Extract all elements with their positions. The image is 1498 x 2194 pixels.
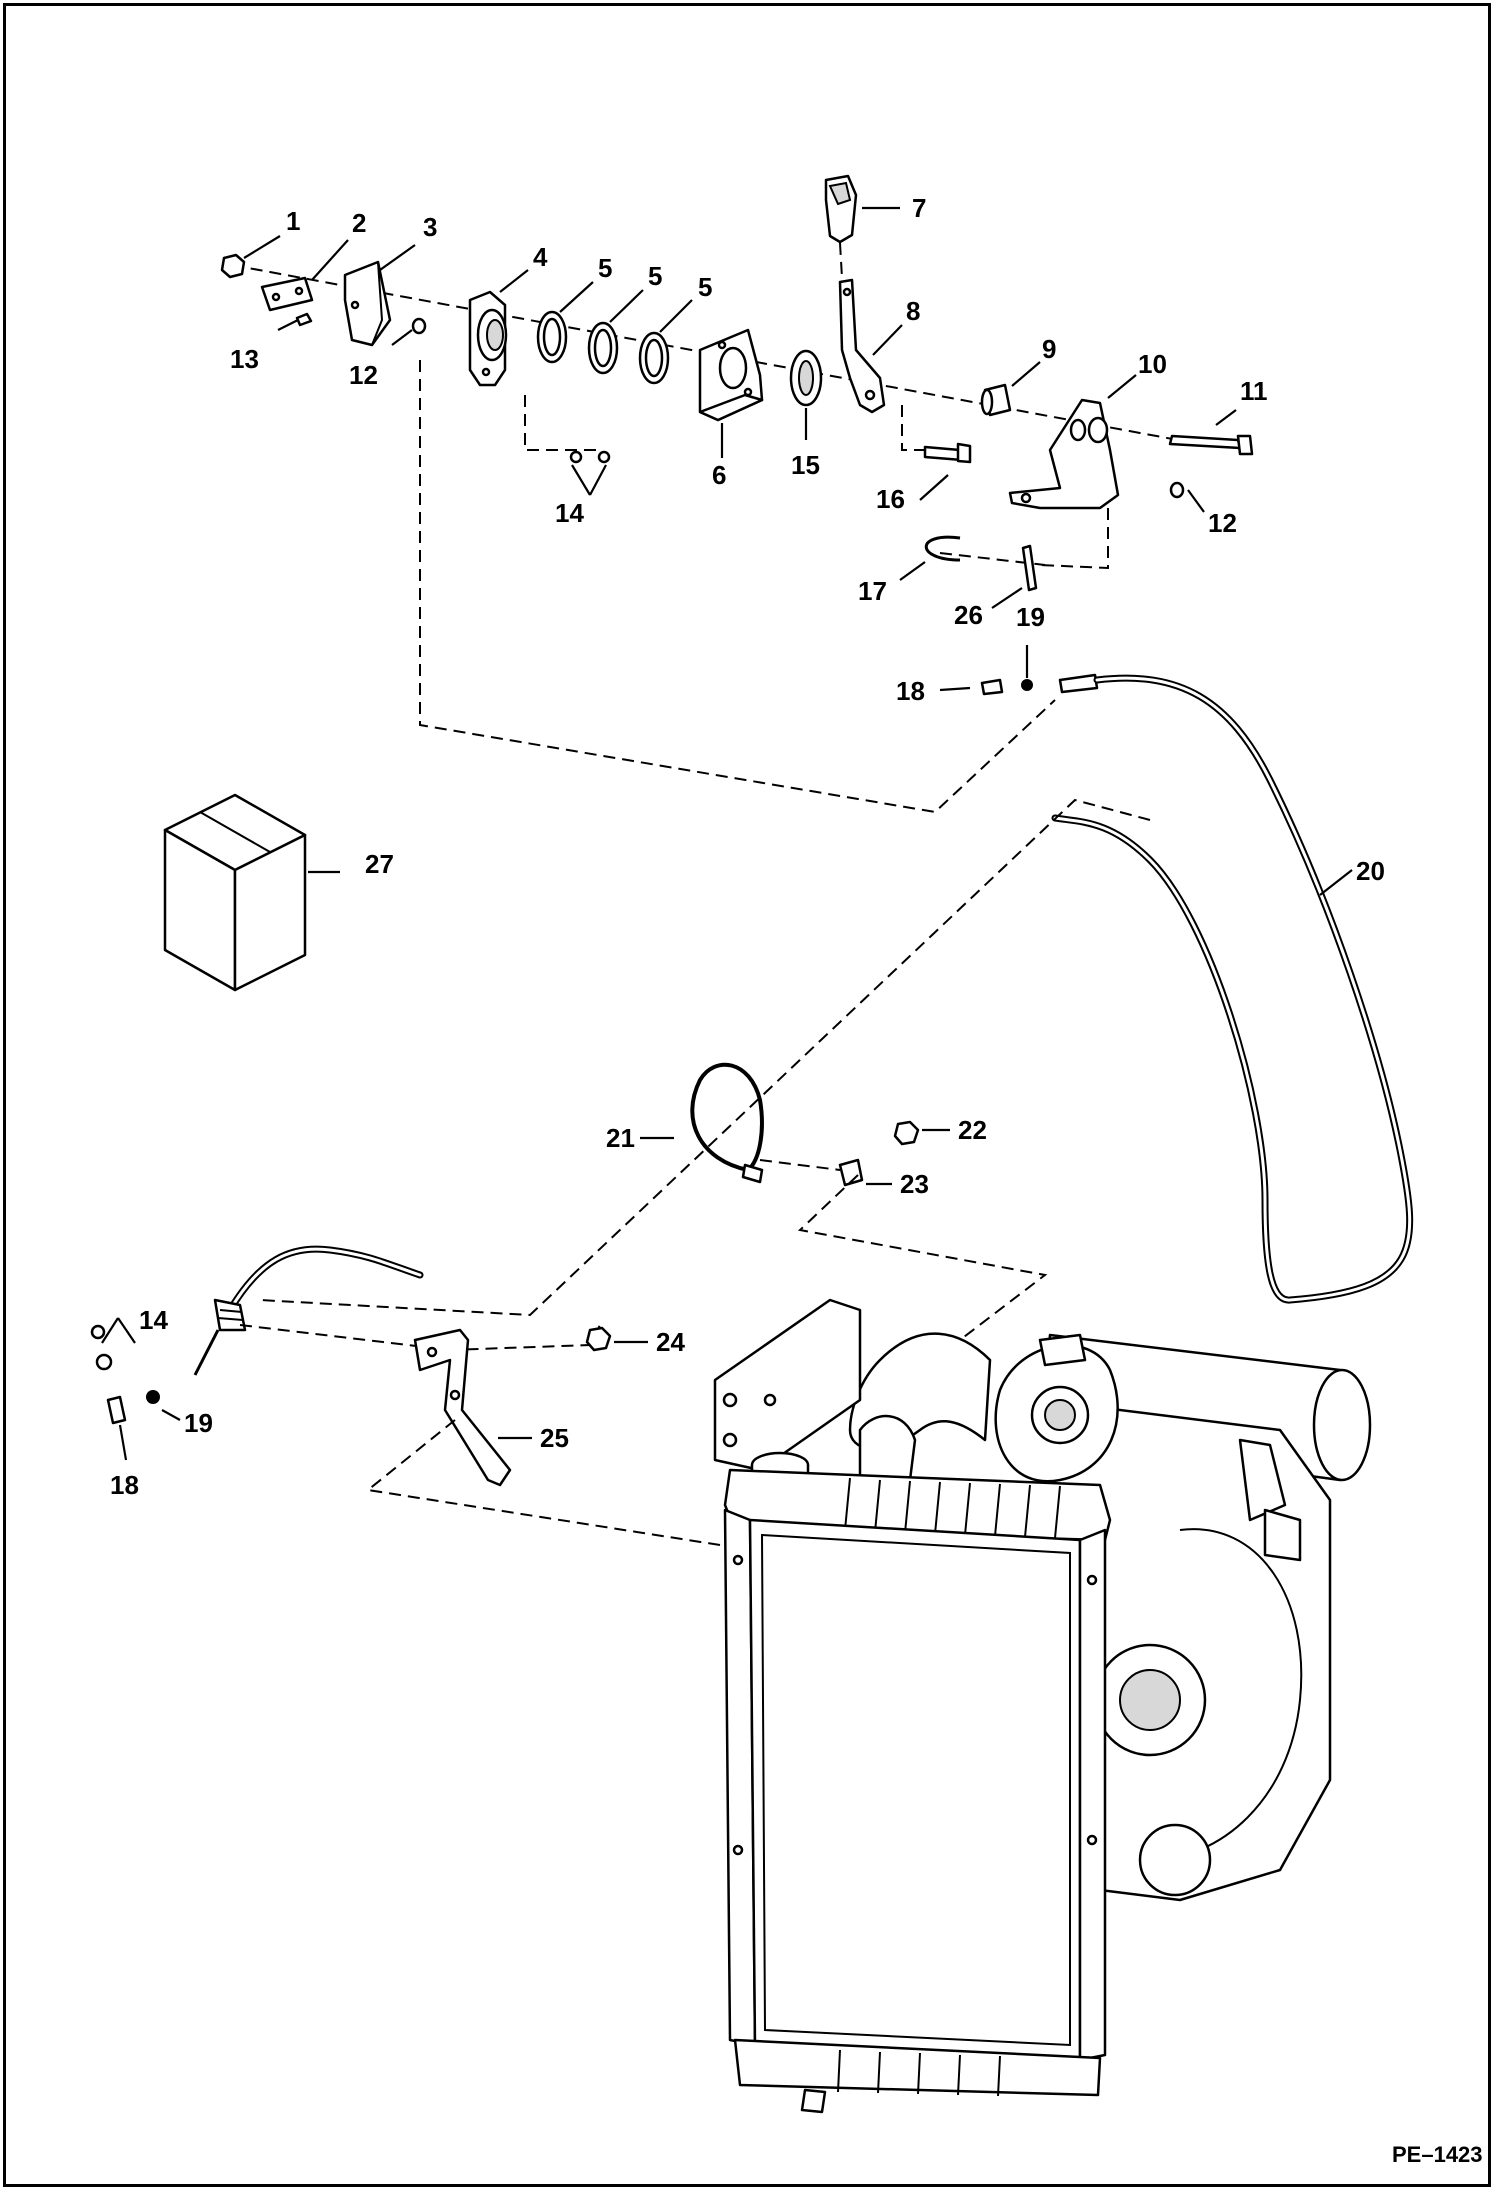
- part-18-clevis-pin-upper: [980, 678, 1004, 696]
- part-2-plate: [260, 276, 314, 312]
- part-25-cable-bracket: [413, 1328, 512, 1487]
- callout-17: 17: [858, 576, 887, 606]
- callout-5c: 5: [698, 272, 712, 302]
- callout-14-lower: 14: [139, 1305, 168, 1335]
- part-13-screw: [295, 312, 313, 327]
- part-18-clevis-pin-lower: [106, 1395, 127, 1425]
- callout-leaders: [101, 206, 1353, 1461]
- callout-6: 6: [712, 460, 726, 490]
- part-12-washer-right: [1169, 481, 1185, 499]
- callout-10: 10: [1138, 349, 1167, 379]
- callout-9: 9: [1042, 334, 1056, 364]
- part-7-knob: [824, 174, 858, 244]
- callout-11: 11: [1240, 376, 1268, 406]
- drawing-code: PE–1423: [1392, 2142, 1483, 2167]
- part-9-bushing: [980, 383, 1012, 417]
- callout-25: 25: [540, 1423, 569, 1453]
- part-24-nut: [585, 1326, 612, 1352]
- part-14-hardware-lower: [90, 1324, 113, 1371]
- callout-8: 8: [906, 296, 920, 326]
- callout-22: 22: [958, 1115, 987, 1145]
- callout-18-upper: 18: [896, 676, 925, 706]
- callout-16: 16: [876, 484, 905, 514]
- callout-3: 3: [423, 212, 437, 242]
- part-27-kit-box: [163, 793, 307, 992]
- part-4-housing: [468, 290, 508, 387]
- part-19-retainer-lower: [146, 1390, 160, 1404]
- part-15-washer: [789, 349, 823, 407]
- callout-14-upper: 14: [555, 498, 584, 528]
- part-26-pin: [1021, 544, 1038, 592]
- part-11-bolt: [1168, 434, 1254, 456]
- part-10-bracket: [1008, 398, 1120, 510]
- callout-24: 24: [656, 1327, 685, 1357]
- part-19-retainer-upper: [1021, 679, 1033, 691]
- part-12-washer: [411, 317, 427, 335]
- callout-1: 1: [286, 206, 300, 236]
- callout-7: 7: [912, 193, 926, 223]
- callout-5a: 5: [598, 253, 612, 283]
- part-22-nut: [893, 1120, 920, 1146]
- engine-radiator-assembly: [713, 1298, 1372, 2114]
- callout-13: 13: [230, 344, 259, 374]
- callout-19-lower: 19: [184, 1408, 213, 1438]
- callout-23: 23: [900, 1169, 929, 1199]
- callout-20: 20: [1356, 856, 1385, 886]
- part-8-lever: [838, 278, 886, 414]
- part-16-screw: [923, 442, 972, 464]
- callout-12-right: 12: [1208, 508, 1237, 538]
- callout-26: 26: [954, 600, 983, 630]
- callout-21: 21: [606, 1123, 635, 1153]
- callout-15: 15: [791, 450, 820, 480]
- part-14-hardware: [569, 450, 611, 464]
- part-6-mount-plate: [698, 328, 764, 422]
- part-5-washers: [536, 310, 670, 385]
- callout-27: 27: [365, 849, 394, 879]
- part-1-nut: [220, 253, 246, 279]
- callout-12-left: 12: [349, 360, 378, 390]
- callout-5b: 5: [648, 261, 662, 291]
- part-20-cable-lower: [193, 1245, 424, 1376]
- part-20-throttle-cable: [259, 673, 1414, 1317]
- part-23-clip: [838, 1158, 864, 1187]
- part-21-clamp: [690, 1062, 764, 1184]
- part-3-bracket: [343, 260, 392, 347]
- part-17-clip: [925, 535, 961, 562]
- callout-2: 2: [352, 208, 366, 238]
- callout-18-lower: 18: [110, 1470, 139, 1500]
- callout-4: 4: [533, 242, 548, 272]
- callout-19-upper: 19: [1016, 602, 1045, 632]
- callout-labels: 1 2 3 4 5 5 5 6 7 8 9 10 11 12 12 13 14 …: [110, 193, 1385, 1500]
